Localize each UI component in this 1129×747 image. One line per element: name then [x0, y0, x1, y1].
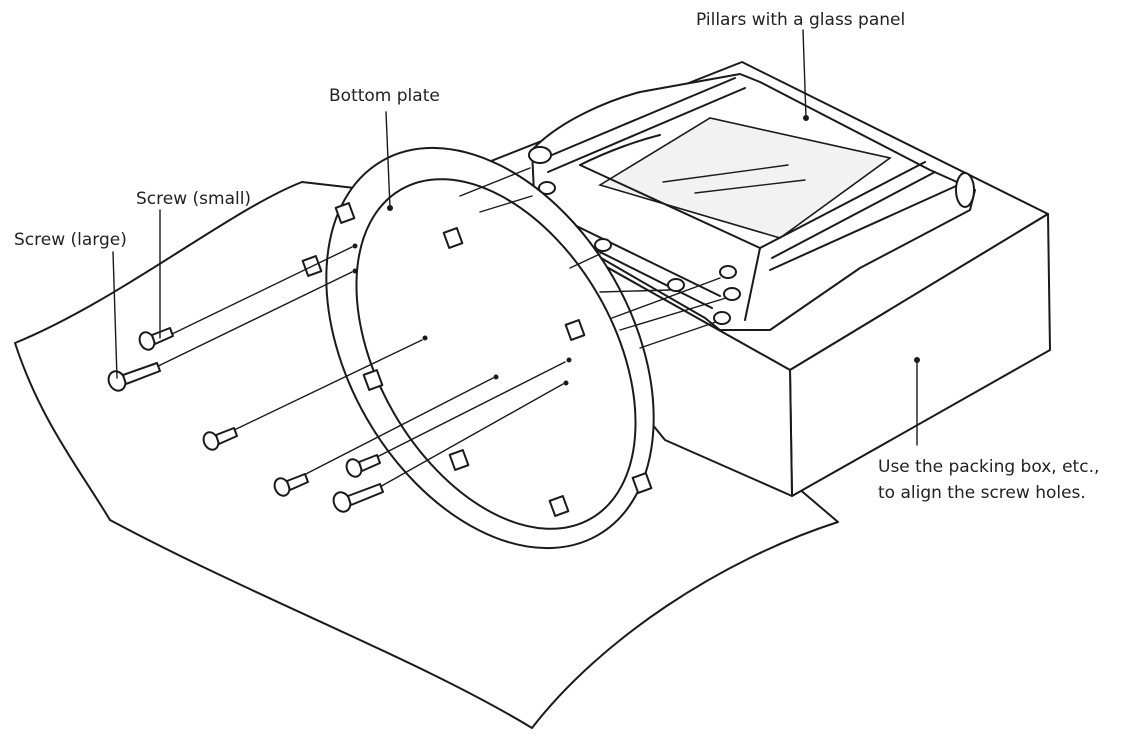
label-pillars-glass-panel: Pillars with a glass panel [696, 8, 905, 32]
label-screw-large: Screw (large) [14, 228, 127, 252]
label-packing-box-line2: to align the screw holes. [878, 481, 1086, 505]
label-screw-small: Screw (small) [136, 187, 251, 211]
label-bottom-plate: Bottom plate [329, 84, 440, 108]
label-packing-box-line1: Use the packing box, etc., [878, 455, 1099, 479]
